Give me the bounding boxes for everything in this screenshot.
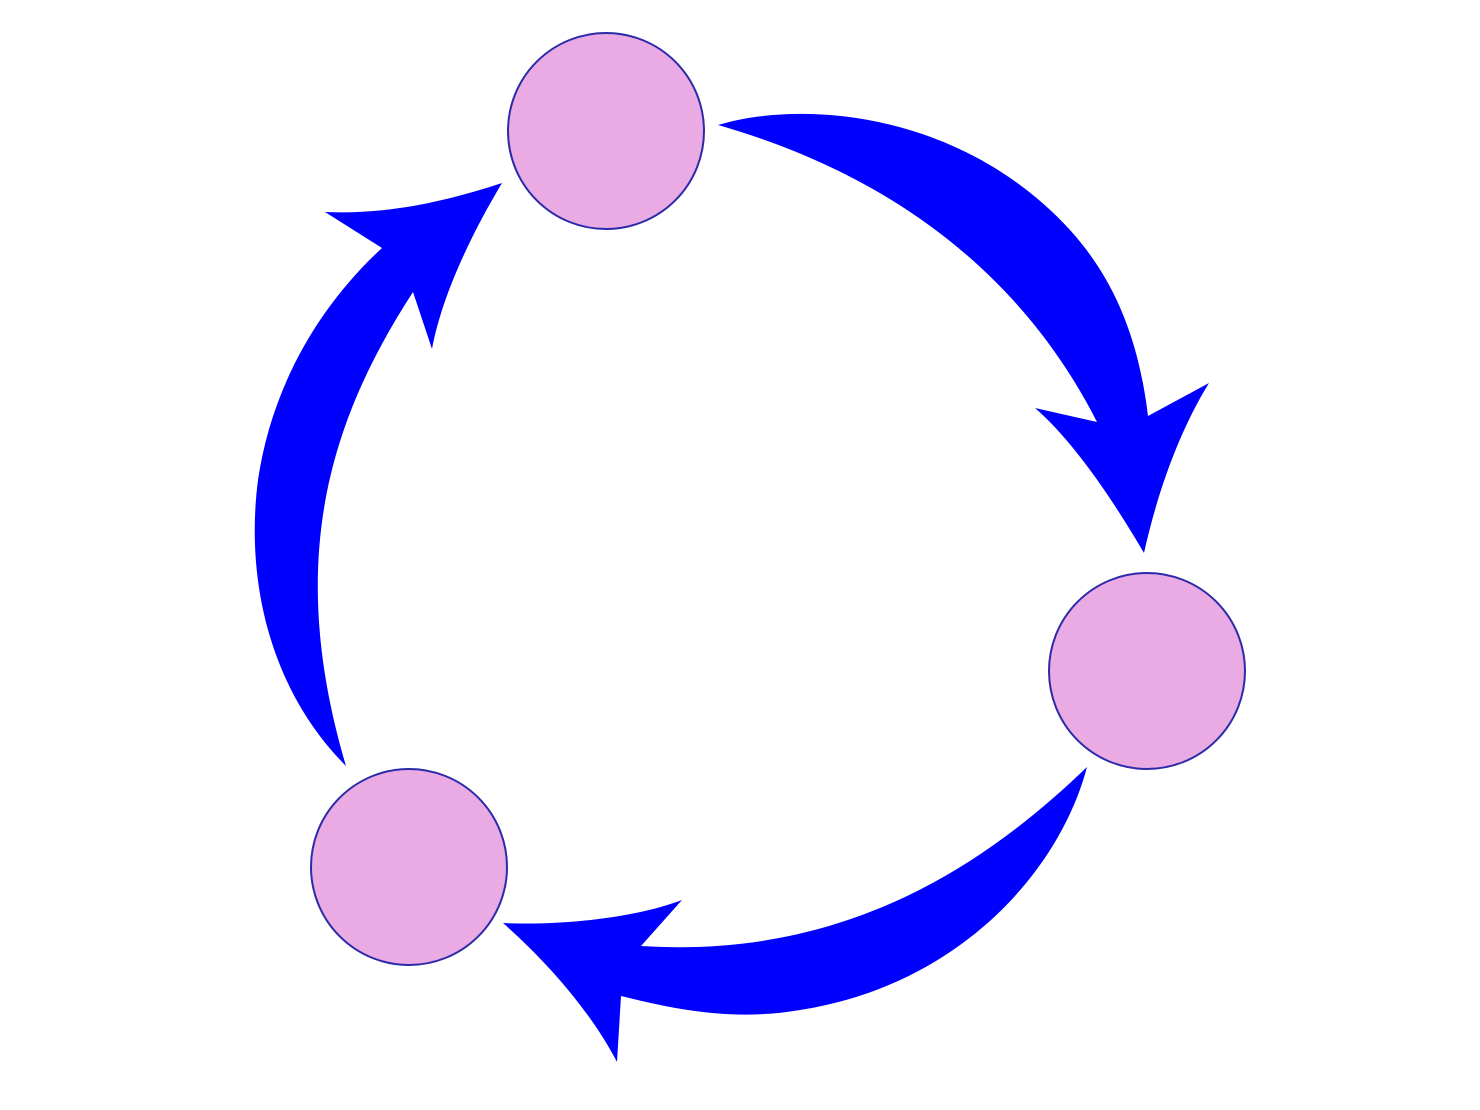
node-bottom-left: [310, 768, 508, 966]
arrow-right-to-bottom-left: [503, 767, 1087, 1062]
node-right: [1048, 572, 1246, 770]
arrow-top-to-right: [718, 113, 1209, 553]
arrow-bottom-left-to-top: [254, 183, 502, 766]
node-top: [507, 32, 705, 230]
